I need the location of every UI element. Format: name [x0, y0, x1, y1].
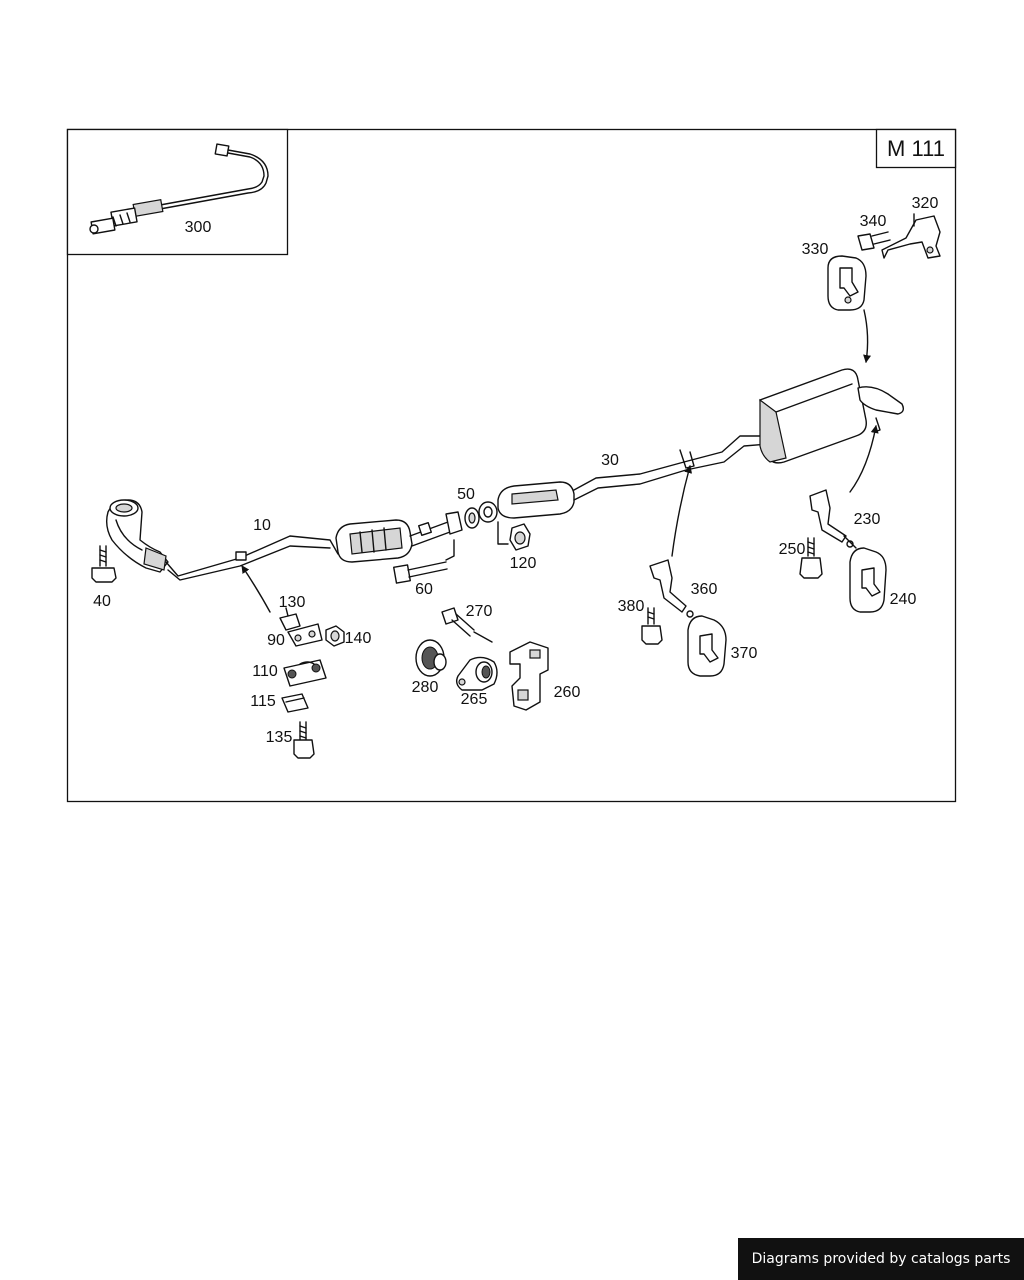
label-330: 330	[802, 241, 829, 258]
catalytic-converter-front	[335, 511, 463, 563]
clamp-110	[283, 659, 327, 687]
label-270: 270	[466, 603, 493, 620]
label-140: 140	[345, 630, 372, 647]
bracket-230	[809, 489, 857, 549]
rear-silencer	[759, 368, 905, 464]
label-110: 110	[252, 663, 278, 680]
arrow-to-silencer-front	[863, 309, 872, 363]
label-115: 115	[250, 693, 276, 710]
label-240: 240	[890, 591, 917, 608]
label-40: 40	[93, 593, 111, 610]
oxygen-sensor-drawing	[89, 143, 269, 235]
model-tag: M 111	[875, 128, 957, 169]
label-370: 370	[731, 645, 758, 662]
rubber-mount-240	[849, 547, 887, 613]
rubber-bushing-280	[415, 639, 447, 677]
label-50: 50	[457, 486, 475, 503]
rubber-mount-370	[687, 615, 727, 677]
label-300: 300	[185, 219, 212, 236]
pipe-hanger-clip	[679, 449, 695, 469]
bracket-260	[509, 641, 549, 711]
bolt-40	[91, 545, 117, 583]
arrow-to-front-pipe	[241, 565, 271, 613]
model-tag-label: M 111	[887, 136, 945, 161]
label-60: 60	[415, 581, 433, 598]
label-10: 10	[253, 517, 271, 534]
nut-140	[325, 625, 345, 647]
label-340: 340	[860, 213, 887, 230]
plate-90	[287, 623, 323, 647]
front-pipe	[105, 499, 339, 581]
bracket-360	[649, 559, 694, 618]
bolt-60	[393, 539, 455, 584]
inset-sensor-box: 300	[66, 128, 289, 256]
label-90: 90	[267, 632, 285, 649]
footer-credit: Diagrams provided by catalogs parts	[738, 1238, 1024, 1280]
label-320: 320	[912, 195, 939, 212]
label-280: 280	[412, 679, 439, 696]
label-260: 260	[554, 684, 581, 701]
label-130: 130	[279, 594, 306, 611]
bracket-320	[881, 213, 941, 259]
label-30: 30	[601, 452, 619, 469]
clamp-130	[279, 613, 301, 631]
label-120: 120	[510, 555, 537, 572]
gasket-ring	[464, 501, 498, 529]
label-230: 230	[854, 511, 881, 528]
sleeve-265	[455, 656, 498, 691]
bolt-270	[441, 607, 493, 643]
label-135: 135	[266, 729, 293, 746]
nut-120	[497, 521, 531, 551]
label-265: 265	[461, 691, 488, 708]
arrow-to-pipe-hanger	[671, 465, 693, 557]
diagram-frame	[66, 128, 957, 803]
label-380: 380	[618, 598, 645, 615]
label-250: 250	[779, 541, 806, 558]
leader-130	[285, 607, 289, 617]
rubber-mount-330	[827, 255, 867, 311]
bolt-135	[293, 721, 315, 759]
clamp-115	[281, 693, 309, 713]
label-360: 360	[691, 581, 718, 598]
bolt-250	[799, 537, 823, 579]
bolt-380	[641, 607, 663, 645]
exhaust-assembly	[105, 368, 905, 584]
bolt-340	[857, 231, 891, 251]
catalytic-converter-rear	[497, 435, 769, 519]
arrow-to-silencer-rear	[849, 425, 879, 493]
